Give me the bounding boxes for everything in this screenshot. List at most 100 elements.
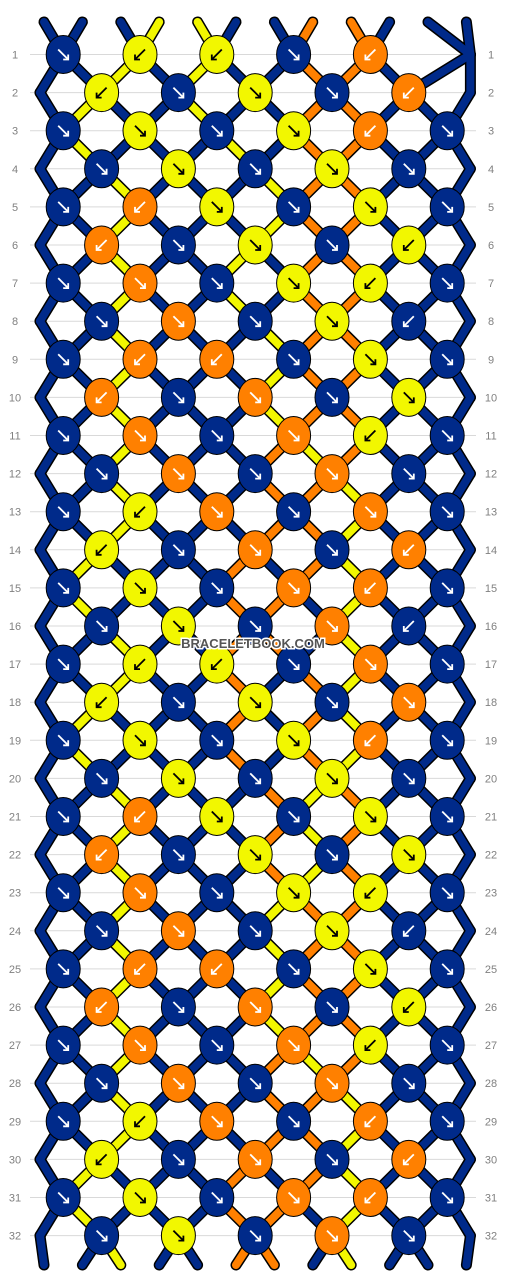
row-label-right: 20	[485, 773, 497, 785]
row-label-right: 27	[485, 1040, 497, 1052]
knot-arrow-head	[255, 854, 262, 861]
knot-arrow-head	[255, 1235, 262, 1242]
knot	[45, 720, 81, 760]
string-label-top: A	[310, 7, 316, 17]
knot	[122, 568, 158, 608]
knot-arrow	[249, 544, 261, 556]
knot-arrow-head	[332, 1235, 338, 1242]
knot-arrow	[57, 734, 69, 746]
knot-arrow	[172, 848, 185, 861]
knot-arrow-head	[370, 359, 377, 366]
row-label-left: 28	[9, 1078, 21, 1090]
string-label-bottom: A	[271, 1271, 277, 1281]
knot-arrow	[249, 772, 261, 785]
knot	[122, 187, 158, 227]
knot-arrow	[326, 239, 338, 251]
knot-arrow-head	[293, 511, 300, 518]
string-label-bottom: C	[348, 1271, 355, 1281]
knot	[276, 644, 312, 684]
row-label-right: 25	[485, 964, 497, 976]
knot-arrow	[172, 1077, 185, 1089]
knot-arrow	[95, 925, 108, 937]
row-label-left: 30	[9, 1154, 21, 1166]
knot-arrow-head	[140, 283, 146, 290]
knot	[237, 758, 273, 798]
knot-arrow	[441, 810, 453, 823]
knot-arrow	[287, 506, 300, 518]
row-label-right: 8	[488, 316, 494, 328]
knot-arrow-head	[293, 968, 300, 975]
knot	[352, 1178, 388, 1217]
knot	[352, 35, 388, 74]
knot	[199, 1101, 235, 1141]
knot	[429, 949, 465, 989]
knot-arrow	[211, 48, 223, 61]
knot-arrow-head	[178, 702, 185, 709]
knot-arrow-head	[178, 1235, 185, 1242]
knot-arrow-head	[332, 473, 338, 480]
string-label-top: B	[118, 7, 124, 17]
knot-arrow-head	[255, 702, 262, 709]
knot-arrow	[441, 506, 453, 518]
knot-arrow-head	[178, 778, 185, 785]
knot-arrow-head	[101, 626, 108, 632]
knot-arrow-head	[216, 1121, 223, 1128]
knot	[429, 720, 465, 760]
knot-arrow-head	[210, 359, 217, 366]
knot-arrow	[403, 1229, 415, 1242]
knot-arrow-head	[370, 664, 377, 670]
row-label-right: 14	[485, 545, 497, 557]
knot-arrow	[57, 125, 69, 137]
row-label-left: 21	[9, 812, 21, 824]
knot-arrow-head	[370, 511, 377, 518]
knot-arrow	[249, 391, 261, 404]
knot	[314, 1063, 350, 1103]
knot-arrow	[403, 544, 415, 556]
knot-arrow	[364, 810, 377, 823]
knot-arrow	[364, 429, 377, 442]
knot-arrow-head	[255, 1007, 262, 1013]
knot-arrow	[57, 658, 69, 670]
knot-arrow-head	[140, 130, 146, 137]
knot	[391, 1139, 427, 1179]
knot-arrow	[211, 201, 223, 213]
knot-arrow	[403, 772, 415, 785]
knot-arrow	[172, 315, 185, 327]
row-label-right: 22	[485, 850, 497, 862]
row-label-left: 24	[9, 926, 21, 938]
knot-arrow-head	[447, 664, 454, 670]
knot	[276, 187, 312, 227]
knot-arrow-head	[63, 206, 70, 213]
knot-arrow	[172, 1229, 185, 1242]
knot-arrow	[403, 1001, 415, 1013]
knot-arrow	[364, 734, 377, 746]
knot	[160, 1216, 196, 1256]
knot	[314, 73, 350, 113]
knot-arrow	[287, 1039, 300, 1051]
knot-arrow	[134, 353, 146, 365]
knot	[276, 1025, 312, 1065]
knot	[199, 797, 235, 836]
knot-arrow-head	[293, 206, 300, 213]
thread-segment	[462, 1231, 475, 1269]
knot	[160, 758, 196, 798]
knot-arrow	[403, 620, 415, 632]
string-label-top: B	[425, 7, 431, 17]
knot	[84, 987, 120, 1027]
knot	[352, 187, 388, 227]
row-label-left: 11	[9, 431, 20, 443]
knot-arrow-head	[95, 702, 102, 709]
knot	[199, 339, 235, 379]
knot-arrow-head	[255, 397, 262, 404]
knot-arrow	[364, 582, 377, 594]
knot-arrow-head	[101, 1235, 108, 1242]
knot-arrow	[134, 277, 146, 289]
knot-arrow	[249, 620, 261, 632]
knot-arrow	[441, 582, 453, 594]
knot-arrow	[249, 925, 261, 937]
knot-arrow	[287, 1191, 300, 1204]
knot-arrow	[211, 353, 223, 365]
knot-arrow	[326, 391, 338, 404]
